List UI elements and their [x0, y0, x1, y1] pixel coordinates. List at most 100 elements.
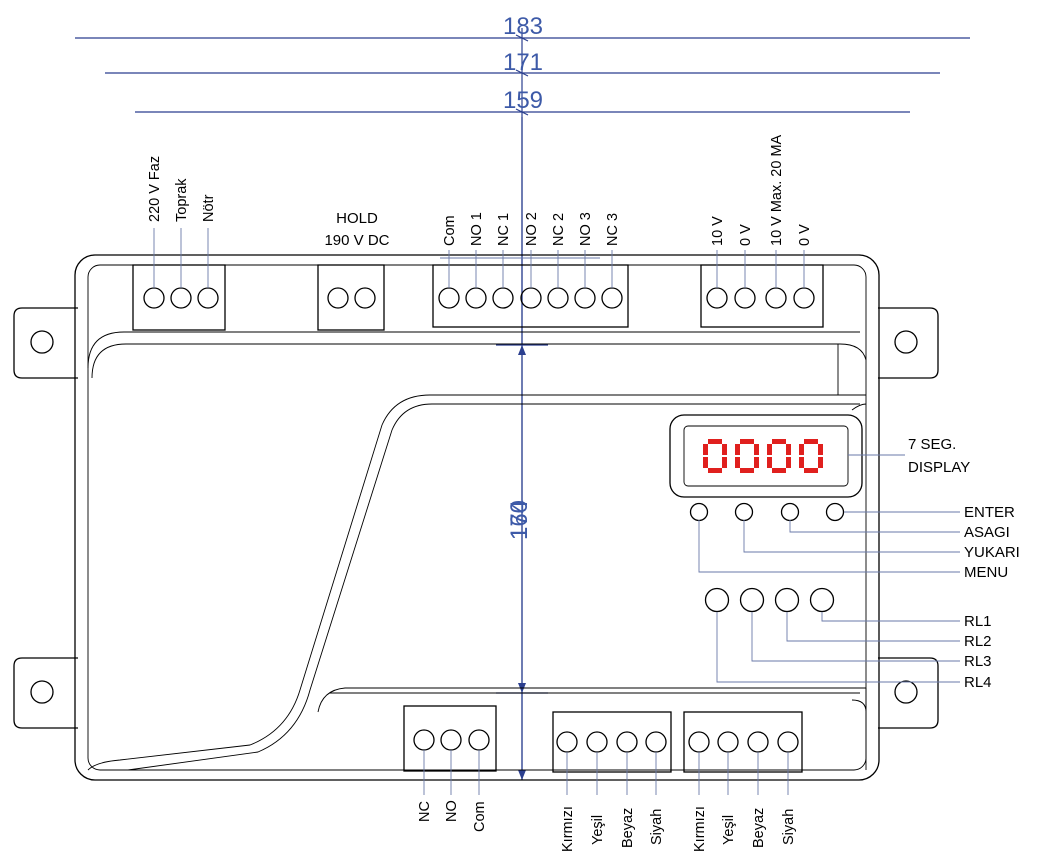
dim-159: 159	[503, 87, 543, 114]
display-segment	[722, 457, 727, 468]
sensor1-labels: Kırmızı Yeşil Beyaz Siyah	[560, 806, 665, 852]
label-com: Com	[442, 215, 458, 246]
label-nc2: NC 2	[551, 213, 567, 246]
label-s2-kirmizi: Kırmızı	[692, 806, 708, 852]
seven-segment-display	[669, 414, 863, 498]
label-menu: MENU	[964, 564, 1008, 581]
display-segment	[703, 444, 708, 455]
label-asagi: ASAGI	[964, 524, 1010, 541]
label-s2-beyaz: Beyaz	[751, 808, 767, 848]
rl2-led	[774, 587, 800, 613]
sensor2-block	[683, 711, 803, 773]
top-leader-lines	[153, 228, 805, 288]
bottom-relay-labels: NC NO Com	[417, 800, 488, 832]
label-10v: 10 V	[710, 216, 726, 246]
label-0v-b: 0 V	[797, 224, 813, 246]
display-segment	[754, 457, 759, 468]
label-notr: Nötr	[201, 194, 217, 222]
enter-button[interactable]	[825, 502, 845, 522]
display-segment	[799, 444, 804, 455]
label-enter: ENTER	[964, 504, 1015, 521]
display-segment	[754, 444, 759, 455]
bottom-relay-block	[403, 705, 497, 772]
bottom-leader-lines	[423, 750, 789, 795]
display-segment	[818, 444, 823, 455]
label-rl2: RL2	[964, 633, 992, 650]
label-s1-beyaz: Beyaz	[620, 808, 636, 848]
hold-block	[317, 264, 385, 331]
dim-183: 183	[503, 13, 543, 40]
label-s2-yesil: Yeşil	[721, 815, 737, 845]
top-dimension-lines: 183 171 159 170 164	[75, 13, 970, 780]
button-labels: ENTER ASAGI YUKARI MENU	[964, 504, 1020, 581]
label-s1-siyah: Siyah	[649, 809, 665, 845]
button-leader-lines	[698, 511, 960, 573]
label-toprak: Toprak	[174, 178, 190, 222]
display-digit	[703, 439, 727, 473]
display-segment	[772, 468, 786, 473]
label-s2-siyah: Siyah	[781, 809, 797, 845]
label-10v-max-20ma: 10 V Max. 20 MA	[769, 134, 785, 246]
display-digit	[767, 439, 791, 473]
menu-button[interactable]	[689, 502, 709, 522]
label-s1-kirmizi: Kırmızı	[560, 806, 576, 852]
display-segment	[708, 468, 722, 473]
sensor1-block	[552, 711, 672, 773]
control-buttons	[689, 502, 845, 522]
label-bottom-no: NO	[444, 800, 460, 822]
yukari-button[interactable]	[734, 502, 754, 522]
led-labels: RL1 RL2 RL3 RL4	[964, 613, 992, 691]
display-digit	[799, 439, 823, 473]
display-segment	[722, 444, 727, 455]
label-220v-faz: 220 V Faz	[147, 156, 163, 222]
display-label-line2: DISPLAY	[908, 459, 970, 476]
display-segment	[708, 439, 722, 444]
top-power-labels: 220 V Faz Toprak Nötr	[147, 156, 217, 222]
label-no3: NO 3	[578, 212, 594, 246]
display-segment	[735, 444, 740, 455]
label-hold: HOLD	[336, 210, 378, 227]
label-no2: NO 2	[524, 212, 540, 246]
label-190v-dc: 190 V DC	[324, 232, 389, 249]
display-segment	[804, 439, 818, 444]
top-power-block	[132, 264, 226, 331]
dim-170: 170	[506, 500, 533, 540]
dim-164: 164	[506, 500, 533, 540]
display-segment	[786, 444, 791, 455]
display-segment	[818, 457, 823, 468]
label-bottom-nc: NC	[417, 801, 433, 822]
display-label-line1: 7 SEG.	[908, 436, 956, 453]
label-0v-a: 0 V	[738, 224, 754, 246]
label-rl3: RL3	[964, 653, 992, 670]
sensor2-labels: Kırmızı Yeşil Beyaz Siyah	[692, 806, 797, 852]
rl1-led	[809, 587, 835, 613]
label-yukari: YUKARI	[964, 544, 1020, 561]
display-segment	[703, 457, 708, 468]
led-leader-lines	[716, 612, 960, 683]
label-rl4: RL4	[964, 674, 992, 691]
rl4-led	[704, 587, 730, 613]
display-segment	[735, 457, 740, 468]
analog-labels: 10 V 0 V 10 V Max. 20 MA 0 V	[710, 134, 813, 246]
relay-leds	[704, 587, 835, 613]
display-segment	[767, 444, 772, 455]
label-no1: NO 1	[469, 212, 485, 246]
mounting-ears	[13, 307, 939, 729]
display-segment	[799, 457, 804, 468]
display-segment	[740, 439, 754, 444]
asagi-button[interactable]	[780, 502, 800, 522]
display-digit	[735, 439, 759, 473]
hold-labels: HOLD 190 V DC	[324, 210, 389, 249]
label-rl1: RL1	[964, 613, 992, 630]
label-bottom-com: Com	[472, 801, 488, 832]
dim-171: 171	[503, 49, 543, 76]
analog-block	[700, 264, 824, 328]
label-nc1: NC 1	[496, 213, 512, 246]
display-segment	[786, 457, 791, 468]
display-segment	[767, 457, 772, 468]
display-segment	[740, 468, 754, 473]
rl3-led	[739, 587, 765, 613]
display-digits	[703, 439, 823, 473]
label-s1-yesil: Yeşil	[590, 815, 606, 845]
